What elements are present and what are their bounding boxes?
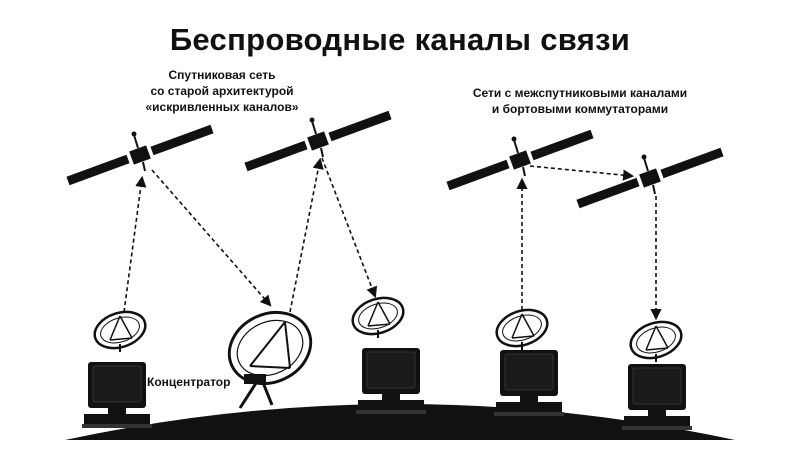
computer-icon xyxy=(621,363,693,431)
hub-label: Концентратор xyxy=(147,375,230,389)
label-left-line-1: Спутниковая сеть xyxy=(168,68,275,82)
dish-antenna-icon xyxy=(490,302,554,354)
dish-antenna-icon xyxy=(88,304,152,356)
label-left-group: Спутниковая сеть со старой архитектурой … xyxy=(146,68,299,114)
uplink-arrow xyxy=(123,175,147,313)
computer-icon xyxy=(81,361,153,429)
downlink-arrow xyxy=(321,157,378,299)
computer-icon xyxy=(355,347,427,415)
intersatellite-link-arrow xyxy=(529,165,635,181)
downlink-to-hub-arrow xyxy=(151,169,272,307)
label-right-group: Сети с межспутниковыми каналами и бортов… xyxy=(473,86,687,116)
satellite-icon xyxy=(246,115,390,167)
dish-antenna-icon xyxy=(346,290,410,342)
hub-uplink-arrow xyxy=(289,157,324,313)
dish-antenna-icon xyxy=(624,314,688,366)
label-left-line-2: со старой архитектурой xyxy=(150,84,293,98)
hub-dish-icon xyxy=(227,310,313,409)
label-right-line-1: Сети с межспутниковыми каналами xyxy=(473,86,687,100)
label-left-line-3: «искривленных каналов» xyxy=(146,100,299,114)
satellite-icon xyxy=(68,129,212,181)
label-right-line-2: и бортовыми коммутаторами xyxy=(492,102,668,116)
computer-icon xyxy=(493,349,565,417)
satellite-icon xyxy=(578,152,722,204)
satellite-icon xyxy=(448,134,592,186)
page-title: Беспроводные каналы связи xyxy=(169,22,631,57)
ground-arc xyxy=(65,404,735,440)
